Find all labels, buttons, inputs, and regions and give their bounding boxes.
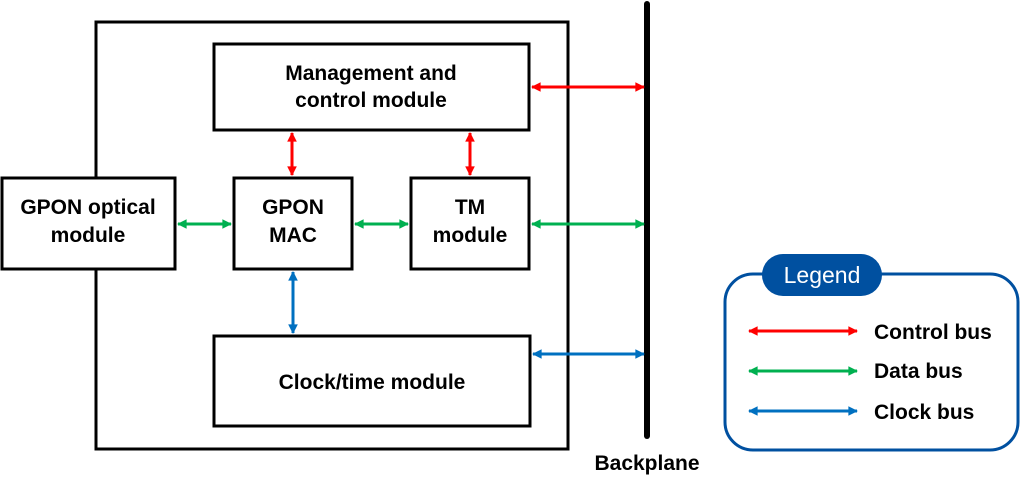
backplane-label: Backplane <box>594 452 699 475</box>
optical-label-line1: GPON optical <box>20 196 155 219</box>
legend-clock-label: Clock bus <box>874 401 974 424</box>
legend: Legend Control bus Data bus Clock bus <box>723 254 1020 452</box>
management-label-line2: control module <box>295 89 447 112</box>
gpon-optical-module: GPON optical module <box>0 176 177 271</box>
tm-label-line1: TM <box>455 196 485 219</box>
clock-time-module: Clock/time module <box>212 334 532 428</box>
legend-control-label: Control bus <box>874 321 992 344</box>
gpon-mac-module: GPON MAC <box>232 176 354 271</box>
optical-label-line2: module <box>51 224 126 247</box>
clock-label: Clock/time module <box>279 371 466 394</box>
tm-module: TM module <box>409 176 531 271</box>
tm-label-line2: module <box>433 224 508 247</box>
mac-label-line2: MAC <box>269 224 317 247</box>
legend-title-pill <box>762 254 882 296</box>
management-label-line1: Management and <box>285 62 457 85</box>
legend-data-label: Data bus <box>874 360 963 383</box>
legend-title: Legend <box>784 262 861 288</box>
management-control-module: Management and control module <box>212 42 531 132</box>
mac-label-line1: GPON <box>262 196 324 219</box>
